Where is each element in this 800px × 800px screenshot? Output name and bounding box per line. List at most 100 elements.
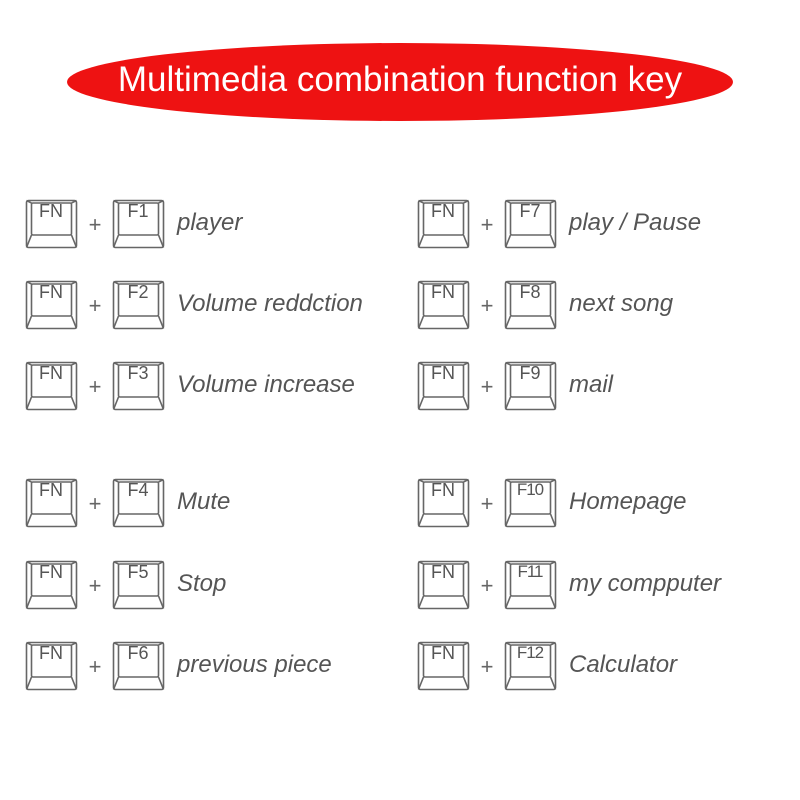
keycap-icon xyxy=(504,478,557,528)
plus-sign: + xyxy=(88,654,102,679)
fn-key: FN xyxy=(417,478,470,528)
function-description: Volume reddction xyxy=(177,290,363,317)
keycap-icon xyxy=(504,560,557,610)
key-label: FN xyxy=(39,201,63,221)
shortcut-row-f6: FN + F6 previous piece xyxy=(25,640,332,692)
fn-key: FN xyxy=(417,641,470,691)
keycap-icon xyxy=(417,641,470,691)
function-key: F6 xyxy=(112,641,165,691)
keycap-icon xyxy=(417,361,470,411)
page-title: Multimedia combination function key xyxy=(117,60,683,99)
plus-sign: + xyxy=(88,491,102,516)
function-key: F5 xyxy=(112,560,165,610)
keycap-icon xyxy=(417,280,470,330)
key-label: F12 xyxy=(516,643,544,662)
function-description: player xyxy=(177,209,243,236)
keycap-icon xyxy=(504,199,557,249)
fn-key: FN xyxy=(417,199,470,249)
key-label: FN xyxy=(431,480,455,500)
keycap-icon xyxy=(25,280,78,330)
key-label: FN xyxy=(39,282,63,302)
key-label: FN xyxy=(431,562,455,582)
function-description: previous piece xyxy=(177,651,332,678)
fn-key: FN xyxy=(25,199,78,249)
keycap-icon xyxy=(417,478,470,528)
keycap-icon xyxy=(504,361,557,411)
key-label: F6 xyxy=(127,643,149,663)
keycap-icon xyxy=(25,361,78,411)
key-label: FN xyxy=(431,363,455,383)
fn-key: FN xyxy=(25,280,78,330)
function-key: F7 xyxy=(504,199,557,249)
shortcut-row-f5: FN + F5 Stop xyxy=(25,559,226,611)
fn-key: FN xyxy=(417,280,470,330)
function-key: F10 xyxy=(504,478,557,528)
function-description: Volume increase xyxy=(177,371,355,398)
function-description: Mute xyxy=(177,488,231,515)
keycap-icon xyxy=(112,641,165,691)
keycap-icon xyxy=(25,560,78,610)
fn-key: FN xyxy=(25,560,78,610)
shortcut-row-f7: FN + F7 play / Pause xyxy=(417,198,701,250)
key-label: F5 xyxy=(127,562,149,582)
shortcut-row-f4: FN + F4 Mute xyxy=(25,477,230,529)
function-key: F1 xyxy=(112,199,165,249)
key-label: FN xyxy=(39,643,63,663)
keycap-icon xyxy=(504,641,557,691)
shortcut-row-f9: FN + F9 mail xyxy=(417,360,613,412)
shortcut-row-f12: FN + F12 Calculator xyxy=(417,640,677,692)
key-label: FN xyxy=(39,562,63,582)
key-label: F7 xyxy=(519,201,541,221)
key-label: F10 xyxy=(516,480,544,499)
function-key: F3 xyxy=(112,361,165,411)
keycap-icon xyxy=(504,280,557,330)
key-label: FN xyxy=(39,480,63,500)
fn-key: FN xyxy=(417,361,470,411)
keycap-icon xyxy=(25,478,78,528)
key-label: FN xyxy=(431,282,455,302)
shortcut-row-f2: FN + F2 Volume reddction xyxy=(25,279,363,331)
function-key: F9 xyxy=(504,361,557,411)
shortcut-row-f1: FN + F1 player xyxy=(25,198,242,250)
plus-sign: + xyxy=(88,374,102,399)
key-label: F9 xyxy=(519,363,541,383)
plus-sign: + xyxy=(480,293,494,318)
function-key: F2 xyxy=(112,280,165,330)
key-label: F11 xyxy=(517,562,543,581)
function-key: F8 xyxy=(504,280,557,330)
title-banner: Multimedia combination function key xyxy=(67,43,733,121)
function-key: F11 xyxy=(504,560,557,610)
fn-key: FN xyxy=(25,641,78,691)
plus-sign: + xyxy=(88,573,102,598)
key-label: F8 xyxy=(519,282,541,302)
keycap-icon xyxy=(112,199,165,249)
fn-key: FN xyxy=(417,560,470,610)
fn-key: FN xyxy=(25,478,78,528)
keycap-icon xyxy=(112,361,165,411)
fn-key: FN xyxy=(25,361,78,411)
function-key: F12 xyxy=(504,641,557,691)
function-description: my compputer xyxy=(569,570,722,597)
plus-sign: + xyxy=(480,491,494,516)
plus-sign: + xyxy=(88,293,102,318)
function-description: play / Pause xyxy=(569,209,702,236)
key-label: FN xyxy=(431,643,455,663)
keycap-icon xyxy=(25,199,78,249)
key-label: F3 xyxy=(127,363,149,383)
shortcut-row-f10: FN + F10 Homepage xyxy=(417,477,686,529)
shortcut-row-f11: FN + F11 my compputer xyxy=(417,559,721,611)
shortcut-row-f3: FN + F3 Volume increase xyxy=(25,360,355,412)
key-label: F1 xyxy=(127,201,149,221)
key-label: F2 xyxy=(127,282,149,302)
keycap-icon xyxy=(112,560,165,610)
keycap-icon xyxy=(417,560,470,610)
function-key: F4 xyxy=(112,478,165,528)
keycap-icon xyxy=(112,280,165,330)
keycap-icon xyxy=(417,199,470,249)
plus-sign: + xyxy=(480,573,494,598)
function-description: Calculator xyxy=(569,651,678,678)
plus-sign: + xyxy=(480,654,494,679)
keycap-icon xyxy=(112,478,165,528)
function-description: Homepage xyxy=(569,488,687,515)
function-description: Stop xyxy=(177,570,227,597)
